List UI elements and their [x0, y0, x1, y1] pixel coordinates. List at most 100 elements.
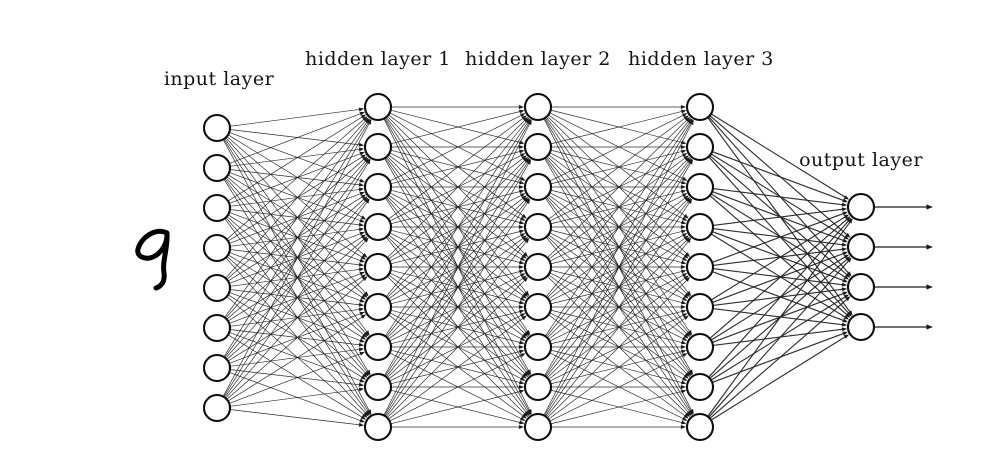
connection-line	[389, 194, 523, 262]
neuron-node-input	[202, 273, 232, 303]
connection-line	[712, 228, 845, 246]
arrowhead	[360, 194, 367, 199]
arrowhead	[367, 119, 372, 125]
arrowhead	[681, 176, 688, 181]
connection-line	[711, 271, 846, 322]
arrowhead	[842, 198, 848, 203]
arrowhead	[523, 116, 529, 122]
arrowhead	[846, 217, 852, 223]
arrowhead	[841, 327, 848, 332]
arrowhead	[359, 378, 365, 383]
arrowhead	[842, 238, 848, 243]
connection-line	[224, 200, 369, 398]
connection-lines	[222, 106, 852, 428]
arrowhead	[363, 117, 369, 123]
connection-line	[710, 193, 847, 279]
arrowhead	[846, 257, 852, 263]
connection-line	[550, 190, 684, 225]
connection-line	[390, 230, 522, 265]
arrowhead	[360, 255, 367, 260]
connection-line	[390, 390, 522, 425]
connection-line	[225, 257, 367, 415]
connection-line	[550, 310, 684, 345]
connection-line	[227, 214, 364, 299]
arrowhead	[362, 276, 368, 282]
arrowhead	[843, 195, 850, 200]
connection-line	[549, 192, 685, 260]
arrowhead	[520, 233, 526, 238]
arrowhead	[358, 262, 365, 267]
arrowhead	[680, 349, 687, 354]
arrowhead	[524, 117, 530, 124]
connection-line	[712, 328, 845, 346]
arrowhead	[524, 290, 530, 297]
arrowhead	[365, 410, 370, 416]
connection-line	[548, 274, 687, 378]
arrowhead	[360, 335, 367, 340]
neuron-node-hidden3	[685, 372, 715, 402]
connection-arrowheads	[358, 104, 853, 430]
connection-line	[549, 354, 685, 422]
connection-line	[224, 218, 369, 414]
arrowhead	[845, 256, 851, 262]
connection-line	[388, 234, 525, 338]
arrowhead	[524, 410, 530, 417]
connection-line	[227, 115, 364, 202]
connection-line	[389, 154, 523, 222]
arrowhead	[520, 296, 526, 301]
arrowhead	[518, 264, 524, 270]
connection-line	[389, 274, 523, 342]
connection-line	[388, 276, 525, 380]
arrowhead	[362, 116, 368, 122]
arrowhead	[524, 237, 530, 244]
connection-line	[227, 294, 364, 379]
connection-line	[548, 234, 687, 338]
arrowhead	[680, 184, 686, 190]
arrowhead	[518, 180, 525, 185]
arrowhead	[359, 271, 365, 276]
connection-line	[388, 314, 525, 418]
connection-line	[545, 196, 690, 375]
connection-line	[544, 197, 691, 414]
arrowhead	[681, 313, 688, 318]
connection-line	[229, 249, 362, 266]
connection-line	[390, 270, 522, 305]
arrowhead	[520, 416, 526, 421]
connection-line	[386, 118, 527, 259]
arrowhead	[841, 207, 848, 212]
arrowhead	[363, 291, 369, 297]
arrowhead	[680, 180, 687, 185]
arrowhead	[680, 420, 687, 425]
connection-line	[227, 275, 364, 362]
connection-line	[229, 348, 362, 367]
connection-line	[226, 176, 366, 297]
arrowhead	[523, 412, 529, 418]
arrowhead	[527, 119, 532, 125]
connection-line	[545, 156, 690, 335]
neuron-node-input	[202, 153, 232, 183]
connection-line	[388, 116, 525, 220]
arrowhead	[680, 229, 687, 234]
connection-line	[229, 169, 362, 186]
arrowhead	[518, 340, 525, 345]
neuron-node-hidden2	[523, 212, 553, 242]
arrowhead	[686, 290, 692, 297]
arrowhead	[686, 197, 692, 204]
connection-line	[549, 152, 685, 220]
connection-line	[390, 190, 522, 225]
connection-line	[712, 288, 845, 306]
connection-line	[710, 233, 847, 319]
connection-line	[550, 390, 684, 425]
connection-line	[386, 195, 527, 336]
arrowhead	[684, 156, 691, 162]
arrowhead	[363, 237, 369, 243]
arrowhead	[358, 382, 365, 387]
connection-line	[386, 235, 527, 376]
arrowhead	[683, 213, 689, 219]
neuron-node-hidden2	[523, 412, 553, 442]
arrowhead	[520, 376, 526, 381]
connection-line	[223, 138, 370, 373]
arrowhead	[523, 156, 529, 162]
connection-line	[229, 192, 363, 244]
